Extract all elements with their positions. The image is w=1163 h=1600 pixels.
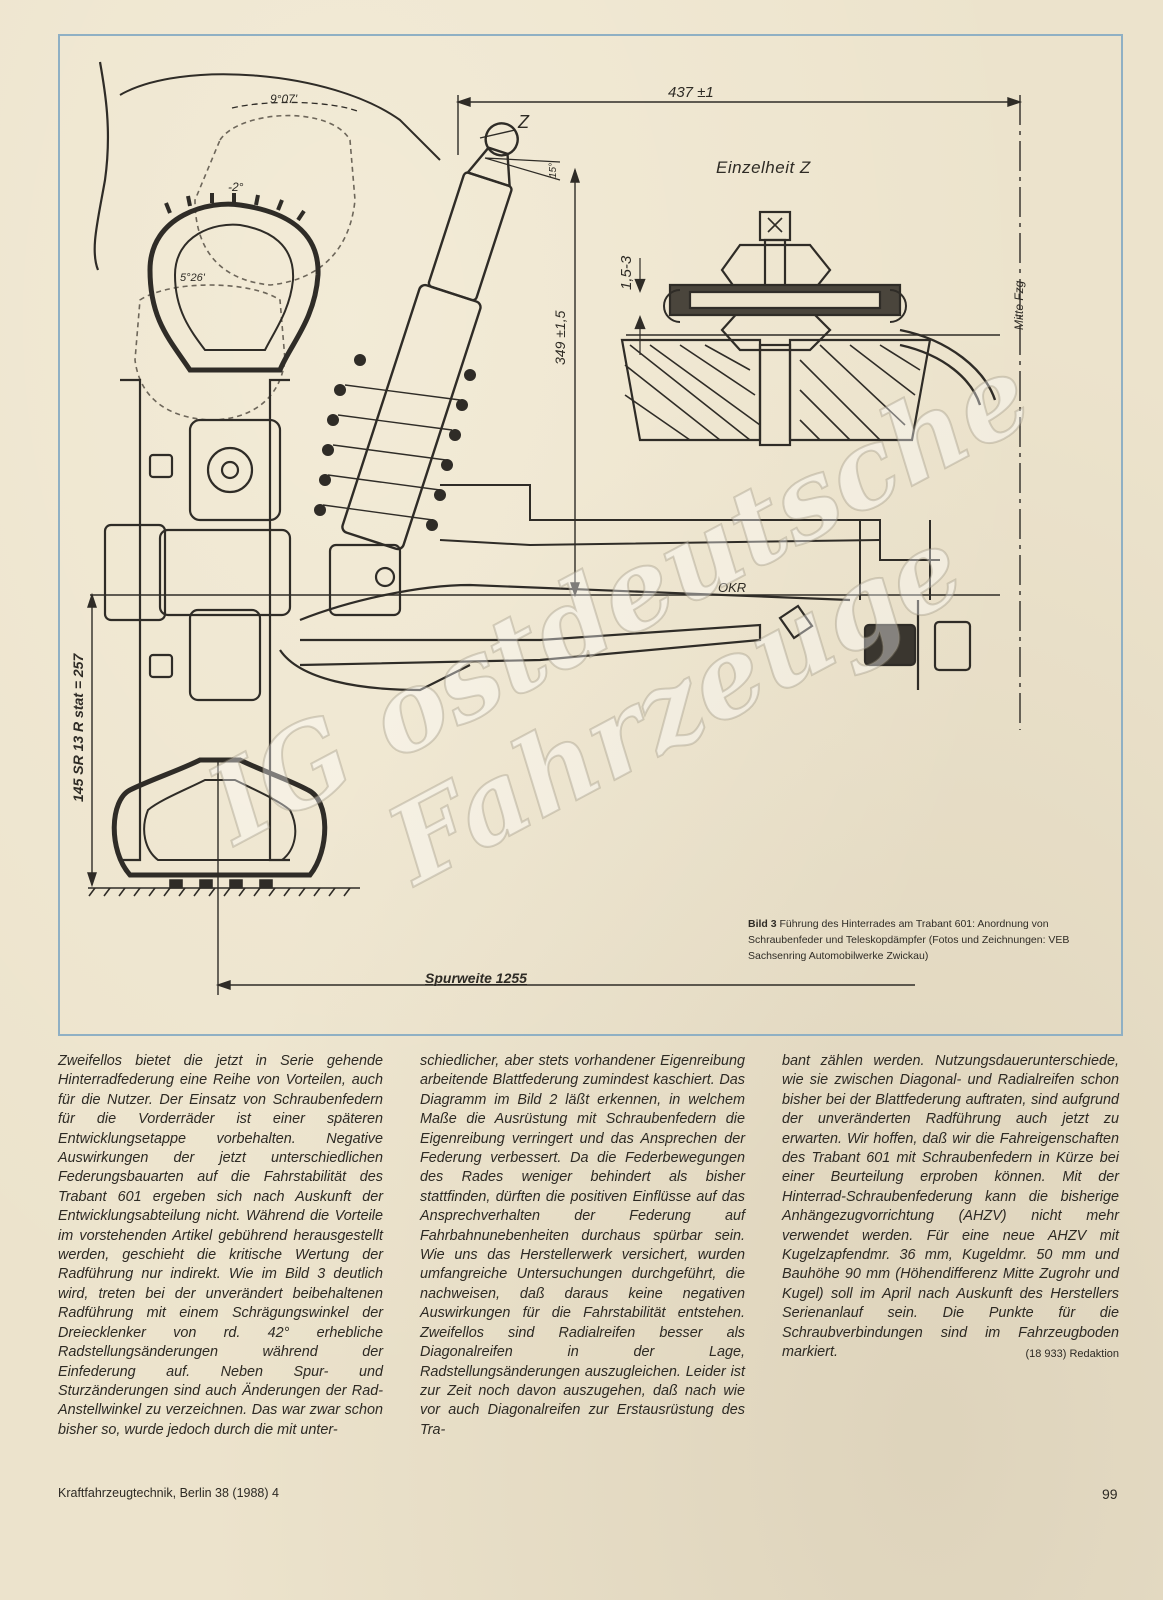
fender-curve bbox=[119, 73, 441, 161]
okr-label: OKR bbox=[718, 580, 747, 595]
text-column-1: Zweifellos bietet die jetzt in Serie geh… bbox=[58, 1052, 383, 1440]
lower-tire-inner bbox=[143, 779, 297, 861]
text-column-3: bant zählen werden. Nutzungsdaueruntersc… bbox=[782, 1052, 1119, 1364]
dim-1-5-3-label: 1,5-3 bbox=[618, 255, 635, 290]
body-outline bbox=[93, 61, 110, 271]
text-column-2: schiedlicher, aber stets vorhandener Eig… bbox=[420, 1052, 745, 1440]
lower-tire bbox=[111, 757, 328, 878]
caption-text: Führung des Hinterrades am Trabant 601: … bbox=[748, 918, 1070, 962]
rear-bushing bbox=[778, 600, 972, 690]
trailing-arm bbox=[279, 543, 851, 692]
angle-15-lines bbox=[484, 157, 561, 181]
figure-caption: Bild 3 Führung des Hinterrades am Traban… bbox=[748, 916, 1093, 964]
angle-15-label: 15° bbox=[548, 162, 559, 178]
ground-hatch bbox=[88, 879, 360, 897]
detail-z-drawing bbox=[620, 210, 1000, 447]
column-2-text: schiedlicher, aber stets vorhandener Eig… bbox=[420, 1053, 745, 1438]
dim-437-label: 437 ±1 bbox=[668, 84, 714, 101]
column-3-text: bant zählen werden. Nutzungsdaueruntersc… bbox=[782, 1053, 1119, 1361]
angle-arc bbox=[231, 101, 361, 113]
ghost-tire bbox=[134, 114, 356, 421]
tire-spec-label: 145 SR 13 R stat = 257 bbox=[70, 653, 86, 802]
technical-drawing bbox=[87, 61, 1023, 995]
spring-lines bbox=[322, 384, 461, 521]
upper-tire-inner bbox=[173, 223, 295, 351]
dim-349 bbox=[570, 167, 580, 598]
z-label: Z bbox=[518, 112, 529, 132]
journal-footer: Kraftfahrzeugtechnik, Berlin 38 (1988) 4 bbox=[58, 1486, 279, 1500]
z-leader bbox=[479, 129, 516, 139]
angle-2-label: -2° bbox=[228, 180, 244, 194]
mitte-fzg-label: Mitte Fzg bbox=[1012, 280, 1026, 330]
dim-tire bbox=[87, 592, 97, 888]
spurweite-label: Spurweite 1255 bbox=[425, 970, 527, 986]
page-number: 99 bbox=[1102, 1486, 1118, 1502]
column-1-text: Zweifellos bietet die jetzt in Serie geh… bbox=[58, 1053, 383, 1438]
article-signoff: (18 933) Redaktion bbox=[1025, 1347, 1119, 1360]
tread-marks bbox=[164, 193, 306, 222]
caption-label: Bild 3 bbox=[748, 918, 777, 930]
figure-frame bbox=[58, 34, 1123, 1036]
coil-spring bbox=[314, 354, 476, 531]
upper-tire bbox=[147, 201, 321, 373]
angle-9-label: 9°07' bbox=[270, 92, 298, 106]
angle-5-label: 5°26' bbox=[180, 272, 205, 284]
detail-title: Einzelheit Z bbox=[716, 158, 811, 177]
dim-349-label: 349 ±1,5 bbox=[552, 310, 568, 365]
chassis-beam bbox=[439, 484, 940, 600]
dim-437 bbox=[455, 95, 1023, 155]
dim-spurweite bbox=[215, 760, 915, 995]
shock-absorber bbox=[341, 122, 519, 551]
